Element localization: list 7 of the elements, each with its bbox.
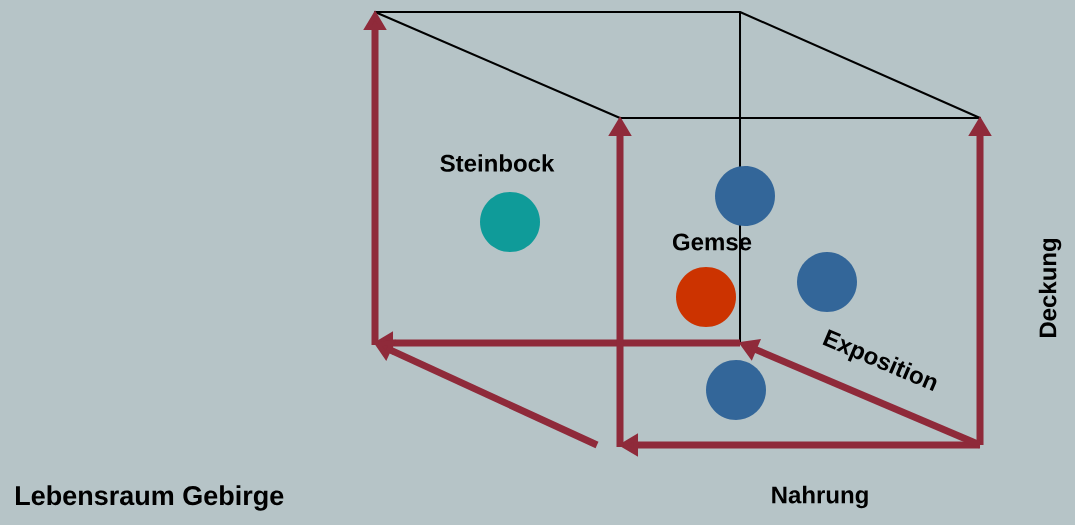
axis-label: Nahrung bbox=[772, 485, 868, 509]
data-point bbox=[706, 360, 766, 420]
title: Lebensraum Gebirge bbox=[16, 485, 284, 511]
data-point bbox=[715, 166, 775, 226]
axis-label: Deckung bbox=[1038, 238, 1062, 338]
data-point bbox=[797, 252, 857, 312]
point-label: Steinbock bbox=[440, 154, 555, 172]
